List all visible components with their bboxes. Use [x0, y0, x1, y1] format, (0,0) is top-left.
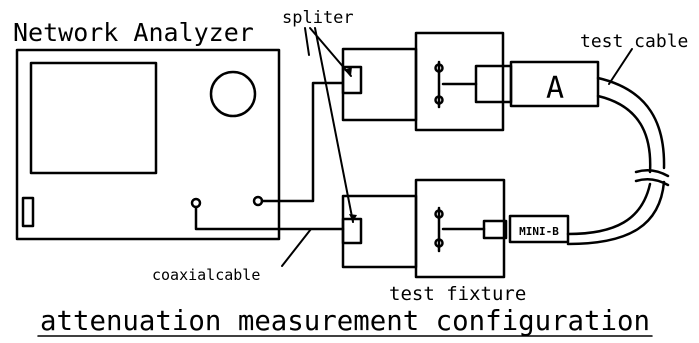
spliter-pointer-lower: [314, 27, 354, 223]
test-fixture-label: test fixture: [389, 283, 526, 305]
cable-break-mark-2: [634, 177, 670, 187]
test-cable-label: test cable: [580, 31, 688, 52]
network-analyzer-label: Network Analyzer: [13, 18, 254, 47]
analyzer-slot: [21, 196, 35, 228]
connector-minib-box: [508, 214, 570, 244]
analyzer-knob: [209, 70, 257, 118]
caption-title: attenuation measurement configuration: [40, 304, 650, 337]
coax-cable-upper: [260, 81, 344, 203]
upper-fixture-assembly: [341, 31, 600, 132]
spliter-arrow-upper: [344, 67, 352, 76]
spliter-arrow-lower: [349, 214, 357, 222]
cable-break-mark-1: [634, 168, 670, 178]
lower-connector: [482, 219, 508, 240]
upper-connector: [474, 64, 513, 104]
upper-test-fixture: [414, 31, 505, 132]
connector-minib-label: MINI-B: [519, 225, 559, 238]
analyzer-screen: [29, 61, 158, 175]
lower-test-fixture: [414, 178, 506, 279]
coax-cable-lower: [194, 205, 345, 231]
connector-a-box: [509, 60, 600, 108]
spliter-label: spliter: [282, 8, 354, 28]
analyzer-case: [15, 48, 281, 241]
lower-fixture-assembly: [341, 178, 570, 279]
lower-fixture-holder: [341, 194, 418, 269]
test-cable-pointer: [608, 48, 633, 85]
network-analyzer: [15, 48, 281, 241]
test-cable: [566, 76, 670, 246]
connector-a-label: A: [546, 71, 564, 106]
coaxial-cable-label: coaxialcable: [152, 266, 260, 284]
upper-fixture-holder: [341, 47, 418, 122]
lower-spliter: [341, 217, 363, 245]
coaxial-cable-pointer: [281, 228, 312, 267]
